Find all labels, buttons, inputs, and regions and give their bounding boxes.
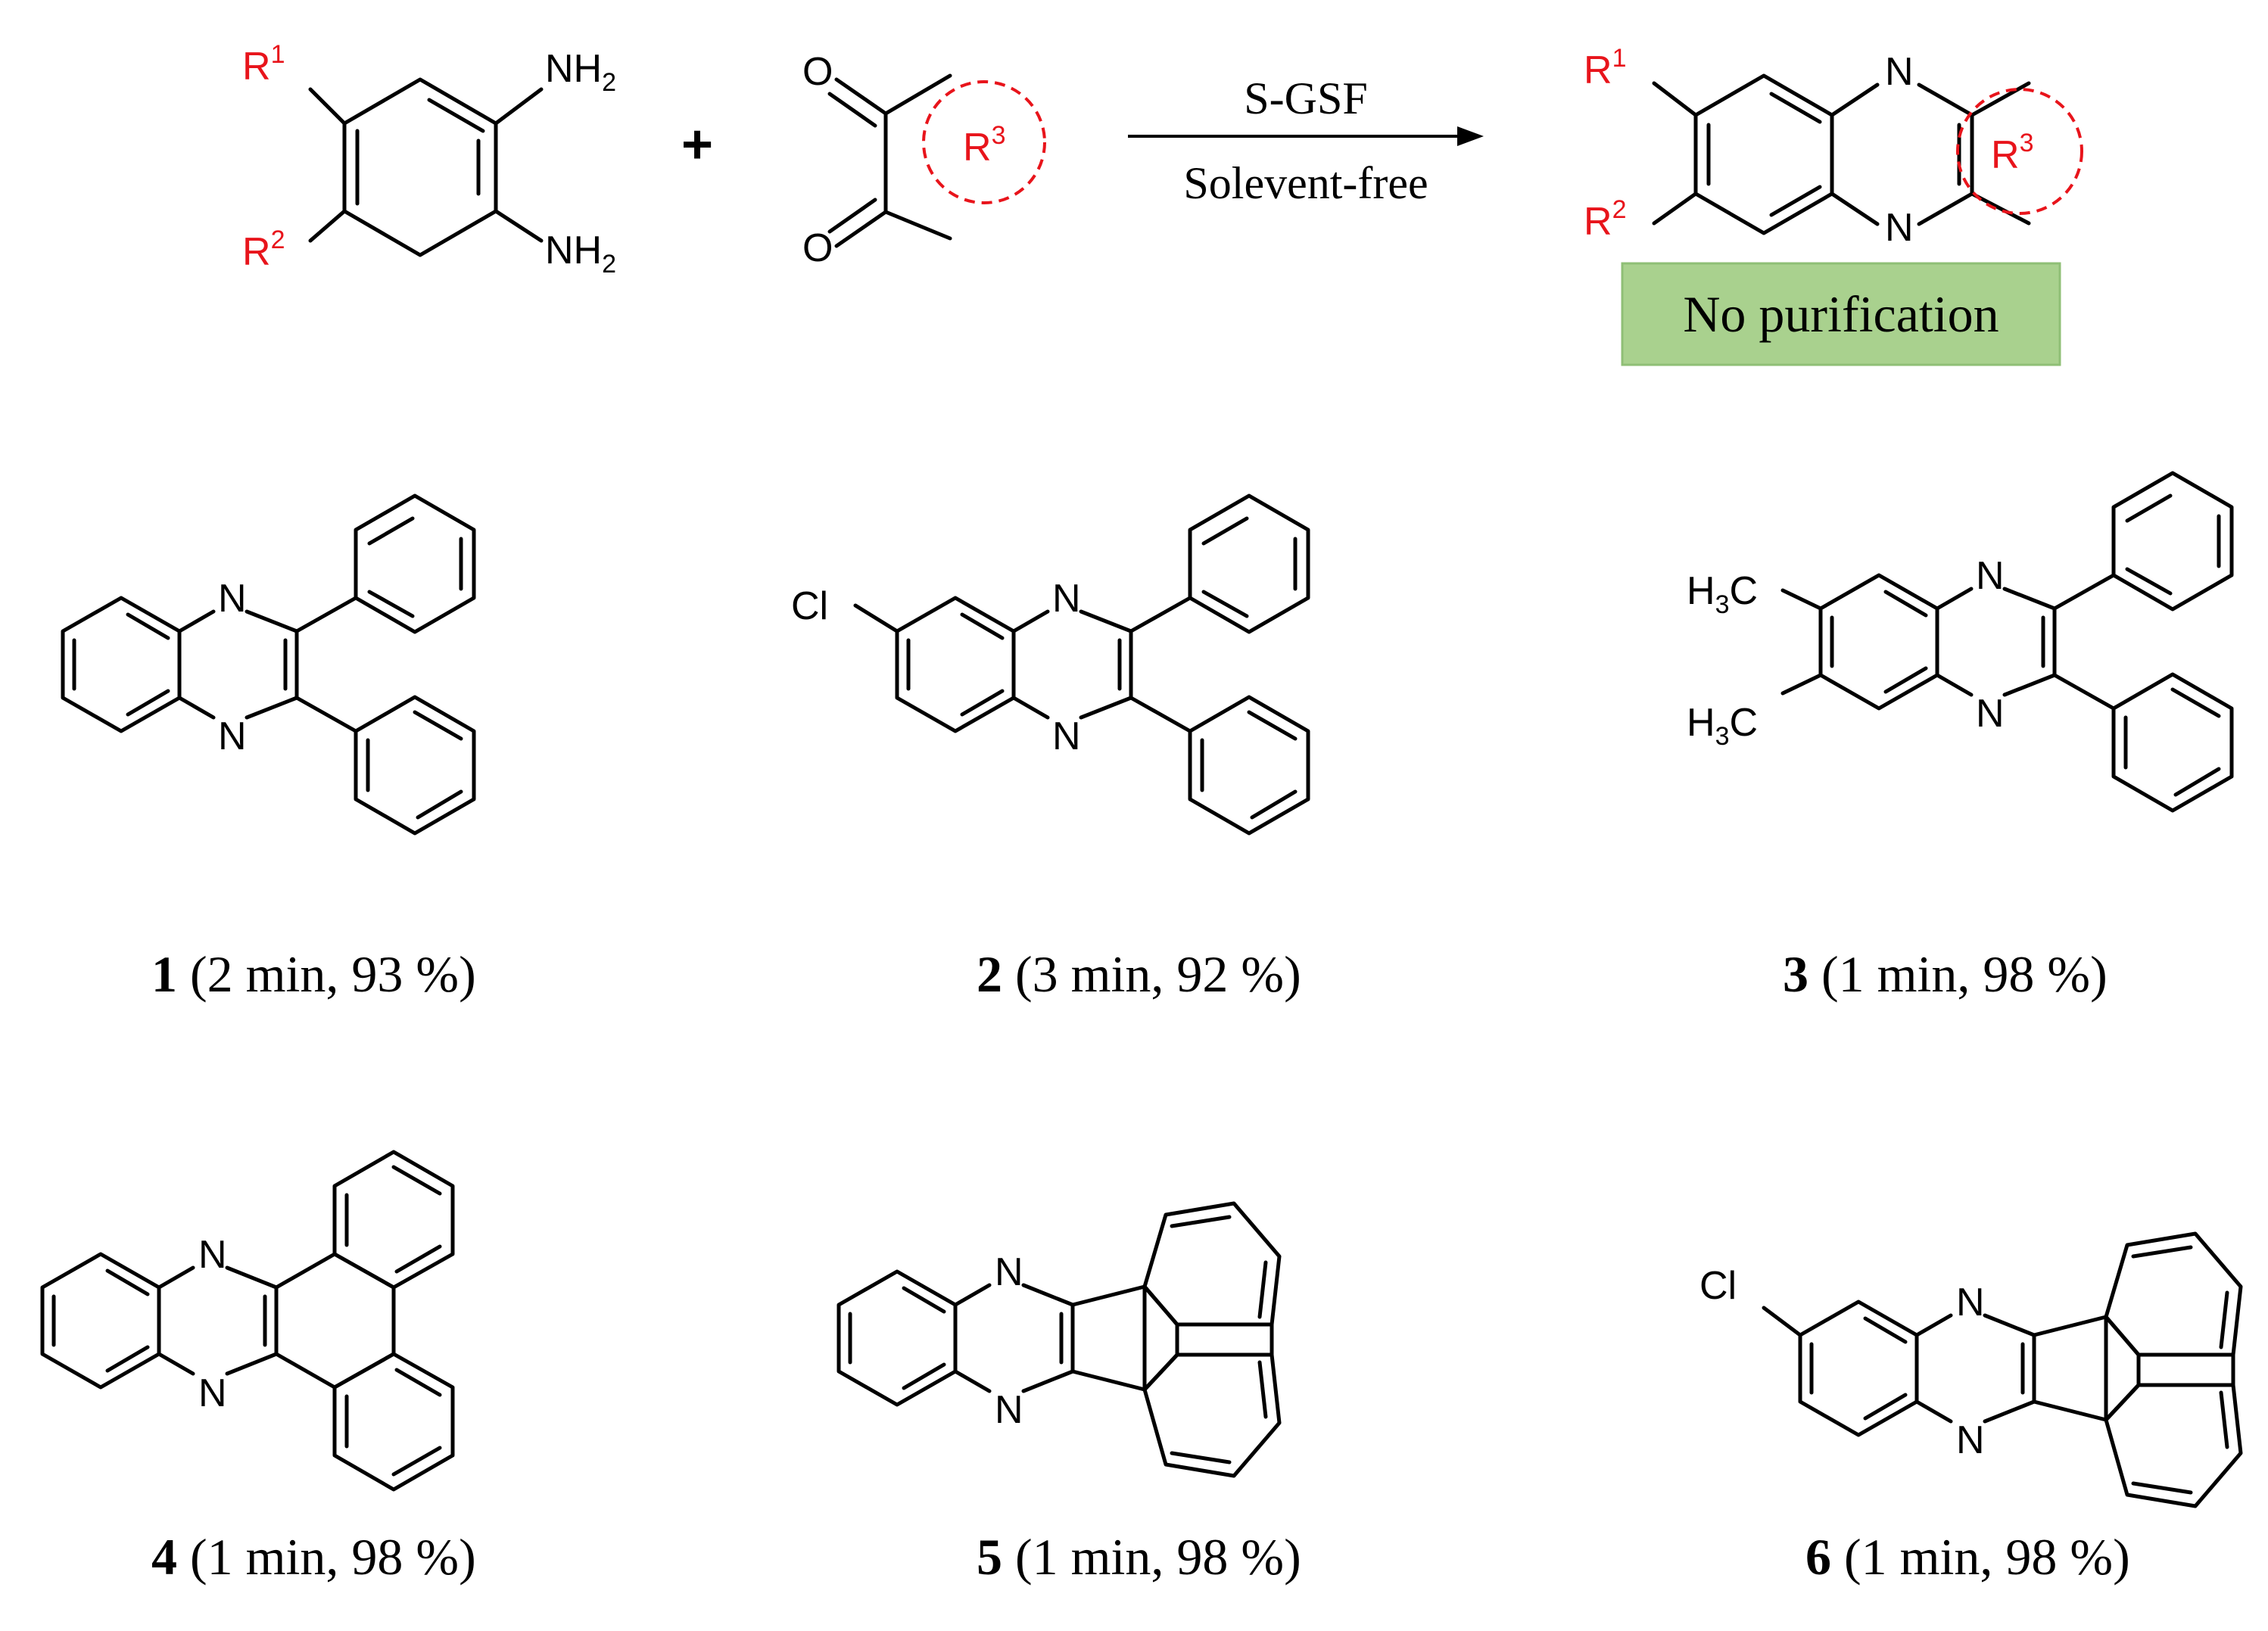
r2-label: R2: [242, 226, 285, 274]
structure-6: Cl N N: [1699, 1231, 2243, 1508]
caption-3: 3 (1 min, 98 %): [1783, 945, 2108, 1003]
s1-n-top: N: [218, 577, 247, 621]
s2-n-top: N: [1052, 577, 1081, 621]
s4-n-bottom: N: [198, 1371, 227, 1415]
solvent-label: Solevent-free: [1183, 158, 1428, 208]
product-r3-dashed-ring: [1956, 88, 2083, 215]
nh2-bottom-label: NH2: [545, 229, 616, 279]
product-generic-quinoxaline: N N R3 R1 R2: [1584, 44, 2083, 250]
structure-5: N N: [836, 1201, 1282, 1478]
s2-n-bottom: N: [1052, 714, 1081, 758]
s3-h3c-bottom: H3C: [1687, 701, 1758, 751]
no-purification-text: No purification: [1683, 285, 1999, 343]
catalyst-label: S-GSF: [1244, 73, 1367, 123]
plus-sign: +: [681, 114, 713, 175]
product-r3-label: R3: [1991, 129, 2033, 177]
s4-n-top: N: [198, 1233, 227, 1277]
s3-n-top: N: [1976, 554, 2005, 598]
s6-cl-label: Cl: [1699, 1264, 1737, 1308]
no-purification-badge: [1621, 262, 2061, 366]
product-r1-label: R1: [1584, 44, 1626, 92]
caption-5: 5 (1 min, 98 %): [977, 1528, 1301, 1586]
s5-n-bottom: N: [995, 1388, 1023, 1432]
product-n-bottom: N: [1885, 206, 1914, 250]
s2-cl-label: Cl: [791, 584, 828, 628]
o-bottom-label: O: [802, 226, 833, 270]
o-top-label: O: [802, 50, 833, 94]
product-r2-label: R2: [1584, 195, 1626, 244]
caption-2: 2 (3 min, 92 %): [977, 945, 1301, 1003]
s6-n-top: N: [1956, 1281, 1985, 1324]
s5-n-top: N: [995, 1250, 1023, 1294]
product-n-top: N: [1885, 50, 1914, 94]
diamine-ring: [308, 77, 544, 257]
structure-1: N N: [61, 493, 476, 836]
reactant-diamine: NH2 NH2 R1 R2: [242, 40, 616, 279]
r1-label: R1: [242, 40, 285, 89]
caption-1: 1 (2 min, 93 %): [151, 945, 476, 1003]
reaction-arrow: [1128, 126, 1484, 146]
structure-2: Cl N N: [791, 493, 1310, 836]
r3-label: R3: [963, 121, 1005, 170]
reactant-diketone: O O R3: [802, 50, 1046, 270]
nh2-top-label: NH2: [545, 47, 616, 97]
s3-h3c-top: H3C: [1687, 569, 1758, 619]
s1-n-bottom: N: [218, 714, 247, 758]
s6-n-bottom: N: [1956, 1418, 1985, 1462]
s3-n-bottom: N: [1976, 692, 2005, 736]
caption-6: 6 (1 min, 98 %): [1805, 1528, 2130, 1586]
structure-4: N N: [40, 1150, 455, 1492]
r3-dashed-ring: [922, 80, 1046, 204]
structure-3: H3C H3C N N: [1687, 471, 2234, 813]
caption-4: 4 (1 min, 98 %): [151, 1528, 476, 1586]
